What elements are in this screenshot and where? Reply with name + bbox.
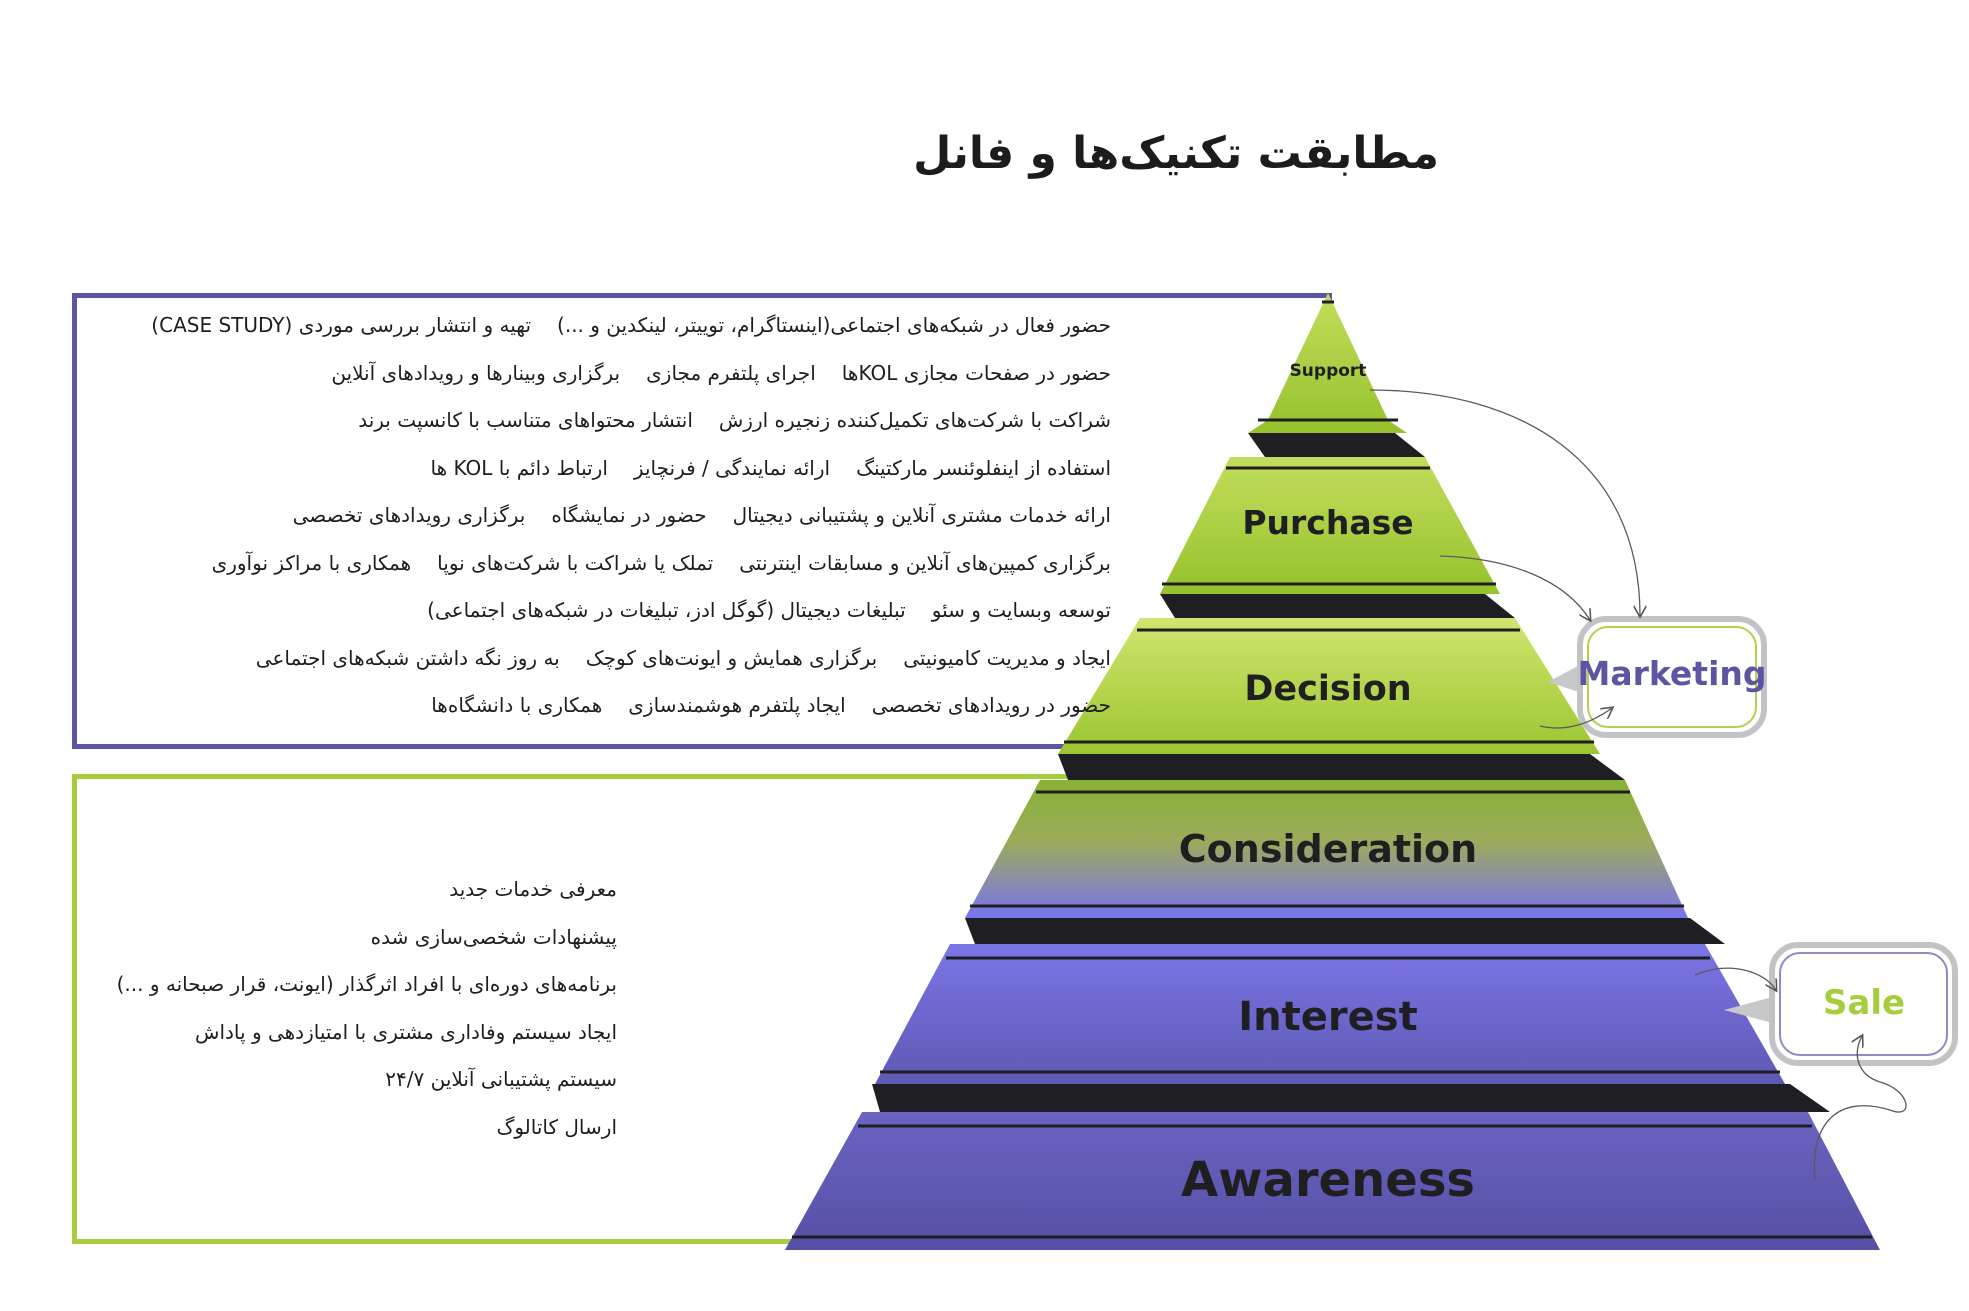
marketing-technique-item: استفاده از اینفلوئنسر مارکتینگ [856, 455, 1111, 480]
marketing-technique-item: ارائه خدمات مشتری آنلاین و پشتیبانی دیجی… [732, 503, 1111, 527]
marketing-technique-item: تملک یا شراکت با شرکت‌های نوپا [437, 550, 714, 575]
marketing-technique-item: برگزاری وبینارها و رویدادهای آنلاین [331, 360, 621, 385]
marketing-technique-item: حضور در رویدادهای تخصصی [871, 693, 1111, 717]
marketing-technique-row: حضور فعال در شبکه‌های اجتماعی(اینستاگرام… [151, 310, 1111, 358]
marketing-technique-row: ایجاد و مدیریت کامیونیتی برگزاری همایش و … [151, 643, 1111, 691]
marketing-technique-item: برگزاری همایش و ایونت‌های کوچک [585, 645, 878, 670]
marketing-technique-item: به روز نگه داشتن شبکه‌های اجتماعی [255, 645, 560, 670]
marketing-technique-item: حضور در صفحات مجازی KOLها [841, 360, 1111, 385]
marketing-technique-row: توسعه وبسایت و سئو تبلیغات دیجیتال (گوگل … [151, 595, 1111, 643]
marketing-technique-item: شراکت با شرکت‌های تکمیل‌کننده زنجیره ارز… [718, 408, 1111, 432]
funnel-label-interest: Interest [1238, 994, 1417, 1040]
marketing-technique-item: ارائه نمایندگی / فرنچایز [633, 455, 831, 480]
funnel-level-purchase: Purchase [1160, 457, 1500, 594]
funnel-level-consideration: Consideration [965, 780, 1688, 918]
funnel-label-support: Support [1290, 361, 1367, 381]
marketing-technique-item: حضور در نمایشگاه [551, 503, 707, 527]
marketing-technique-item: برگزاری رویدادهای تخصصی [292, 503, 526, 527]
sale-technique-item: ارسال کاتالوگ [496, 1114, 617, 1139]
marketing-technique-row: برگزاری کمپین‌های آنلاین و مسابقات اینتر… [151, 548, 1111, 596]
marketing-bubble-label: Marketing [1577, 654, 1766, 693]
marketing-technique-item: حضور فعال در شبکه‌های اجتماعی(اینستاگرام… [557, 313, 1111, 337]
sale-bubble-label: Sale [1823, 983, 1905, 1023]
page-title: مطابقت تکنیک‌ها و فانل [913, 128, 1439, 179]
marketing-technique-item: اجرای پلتفرم مجازی [646, 360, 816, 385]
marketing-technique-item: همکاری با دانشگاه‌ها [431, 693, 603, 717]
marketing-technique-row: ارائه خدمات مشتری آنلاین و پشتیبانی دیجی… [151, 500, 1111, 548]
marketing-technique-item: ایجاد پلتفرم هوشمندسازی [628, 693, 846, 717]
marketing-technique-row: استفاده از اینفلوئنسر مارکتینگ ارائه نمای… [151, 453, 1111, 501]
marketing-technique-item: ایجاد و مدیریت کامیونیتی [903, 645, 1111, 670]
funnel-level-interest: Interest [875, 944, 1785, 1084]
marketing-bubble: Marketing [1548, 616, 1767, 738]
funnel-level-awareness: Awareness [785, 1112, 1880, 1250]
sale-technique-item: سیستم پشتیبانی آنلاین ۲۴/۷ [385, 1067, 617, 1091]
sale-techniques-list: معرفی خدمات جدید پیشنهادات شخصی‌سازی شده ب… [117, 874, 617, 1159]
marketing-technique-item: تبلیغات دیجیتال (گوگل ادز، تبلیغات در شب… [427, 598, 906, 622]
sale-technique-item: برنامه‌های دوره‌ای با افراد اثرگذار (ایو… [116, 972, 617, 996]
sale-technique-item: ایجاد سیستم وفاداری مشتری با امتیازدهی و… [195, 1019, 617, 1044]
sale-bubble: Sale [1724, 942, 1958, 1066]
marketing-technique-row: شراکت با شرکت‌های تکمیل‌کننده زنجیره ارز… [151, 405, 1111, 453]
funnel-label-decision: Decision [1244, 669, 1411, 709]
sale-technique-item: پیشنهادات شخصی‌سازی شده [370, 924, 617, 949]
marketing-technique-item: همکاری با مراکز نوآوری [211, 550, 412, 575]
marketing-technique-item: ارتباط دائم با KOL ها [430, 455, 608, 480]
funnel-level-support: Support [1248, 293, 1407, 433]
funnel-level-decision: Decision [1058, 618, 1600, 754]
marketing-technique-item: برگزاری کمپین‌های آنلاین و مسابقات اینتر… [739, 550, 1111, 575]
funnel-separators [872, 433, 1830, 1112]
marketing-techniques-list: حضور فعال در شبکه‌های اجتماعی(اینستاگرام… [151, 310, 1111, 738]
funnel-label-purchase: Purchase [1242, 503, 1413, 542]
marketing-technique-item: انتشار محتواهای متناسب با کانسپت برند [358, 408, 693, 432]
connector-arrows [1369, 389, 1907, 1181]
sale-technique-item: معرفی خدمات جدید [449, 877, 617, 901]
marketing-technique-row: حضور در رویدادهای تخصصی ایجاد پلتفرم هوشم… [151, 690, 1111, 738]
marketing-technique-row: حضور در صفحات مجازی KOLها اجرای پلتفرم مج… [151, 358, 1111, 406]
funnel-label-consideration: Consideration [1179, 827, 1477, 871]
marketing-technique-item: تهیه و انتشار بررسی موردی (CASE STUDY) [151, 313, 532, 337]
marketing-technique-item: توسعه وبسایت و سئو [931, 598, 1111, 622]
funnel-label-awareness: Awareness [1181, 1152, 1475, 1208]
